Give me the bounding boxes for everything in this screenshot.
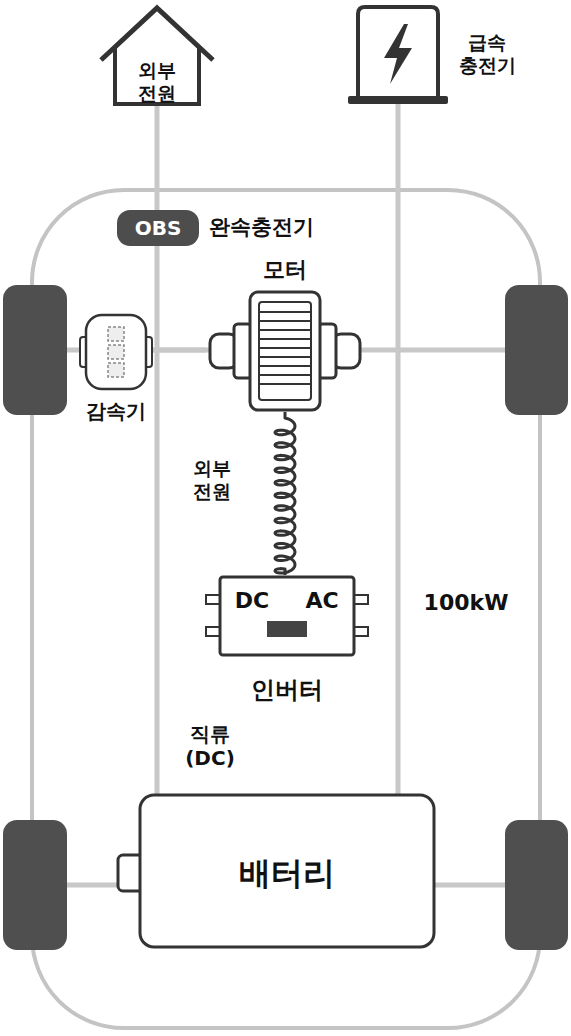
fast-charger: 급속 충전기 <box>348 4 448 104</box>
power-line <box>155 106 160 210</box>
reducer-gear <box>108 363 124 377</box>
motor-slat <box>259 383 311 385</box>
node-label: 모터 <box>263 257 307 283</box>
wheel <box>505 285 568 415</box>
power-line <box>396 104 401 795</box>
node-label: 인버터 <box>251 676 323 705</box>
node-label: 감속기 <box>86 399 146 423</box>
reducer: 감속기 <box>80 313 152 391</box>
power-rating: 100kW <box>424 590 509 616</box>
drive-shaft <box>152 348 206 353</box>
battery: 배터리 <box>140 795 434 947</box>
inverter: DCAC인버터 <box>204 575 370 657</box>
charger-base <box>348 96 448 104</box>
inverter-chip <box>267 621 307 637</box>
node-label: 급속 충전기 <box>455 31 519 77</box>
cable-label: 외부 전원 <box>187 457 237 503</box>
node-shape <box>80 313 152 391</box>
lightning-symbol <box>384 24 412 84</box>
motor-slat <box>259 311 311 313</box>
charger-box <box>358 7 438 97</box>
motor-slat <box>259 356 311 358</box>
motor-slat <box>259 329 311 331</box>
wheel <box>3 820 67 950</box>
battery-box <box>140 795 434 947</box>
motor-slat <box>259 365 311 367</box>
house-fill <box>115 10 199 104</box>
motor-slat <box>259 338 311 340</box>
reducer-gear <box>108 327 124 341</box>
obs-badge: OBS완속충전기 <box>117 210 199 246</box>
node-shape <box>206 290 364 412</box>
motor-slat <box>259 320 311 322</box>
node-label: 외부 전원 <box>132 59 182 105</box>
wheel <box>3 285 67 415</box>
port-label: AC <box>305 588 338 614</box>
reducer-housing <box>86 315 146 389</box>
motor-body <box>250 292 320 410</box>
motor-core <box>259 302 311 400</box>
inverter-box <box>220 577 354 655</box>
node-label: 완속충전기 <box>209 215 314 240</box>
car-body-outline <box>32 190 540 1028</box>
reducer-gear <box>108 345 124 359</box>
badge-shape <box>117 210 199 246</box>
power-line <box>155 246 160 795</box>
current-label: 직류 (DC) <box>180 722 240 770</box>
house-wall <box>115 48 199 104</box>
port-label: DC <box>235 588 269 614</box>
node-label: 배터리 <box>239 854 335 892</box>
spring-cable <box>275 412 295 575</box>
motor-slat <box>259 347 311 349</box>
house-roof <box>101 8 213 60</box>
house-power-source: 외부 전원 <box>98 4 216 106</box>
motor: 모터 <box>206 290 364 412</box>
motor-slat <box>259 374 311 376</box>
badge-text: OBS <box>135 216 182 240</box>
node-shape <box>204 575 370 657</box>
wheel <box>505 820 568 950</box>
node-shape <box>348 4 448 104</box>
